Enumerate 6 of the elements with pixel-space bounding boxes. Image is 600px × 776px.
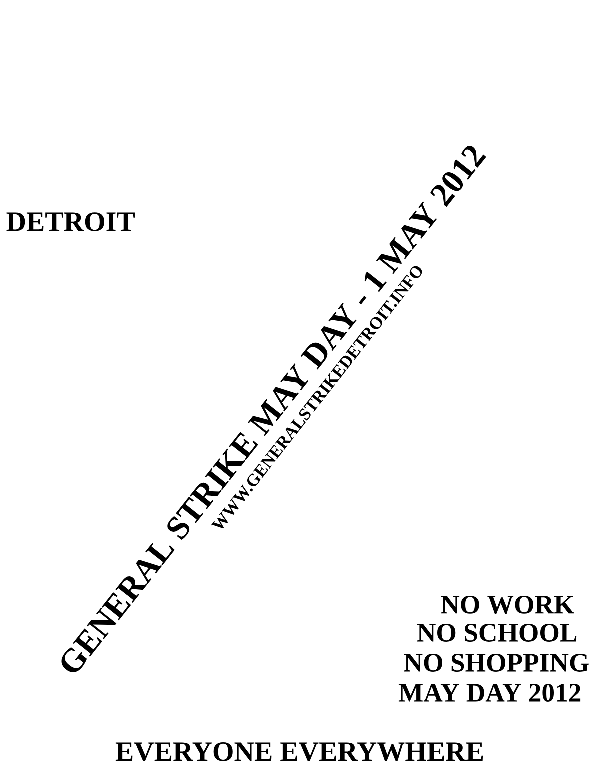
city-heading: DETROIT: [6, 212, 135, 232]
slogan-line: EVERYONE EVERYWHERE: [116, 742, 484, 762]
slogan-line: MAY DAY 2012: [398, 684, 581, 702]
slogan-line: NO WORK: [441, 596, 575, 614]
slogan-line: NO SHOPPING: [404, 654, 589, 672]
slogan-line: NO SCHOOL: [417, 624, 577, 642]
